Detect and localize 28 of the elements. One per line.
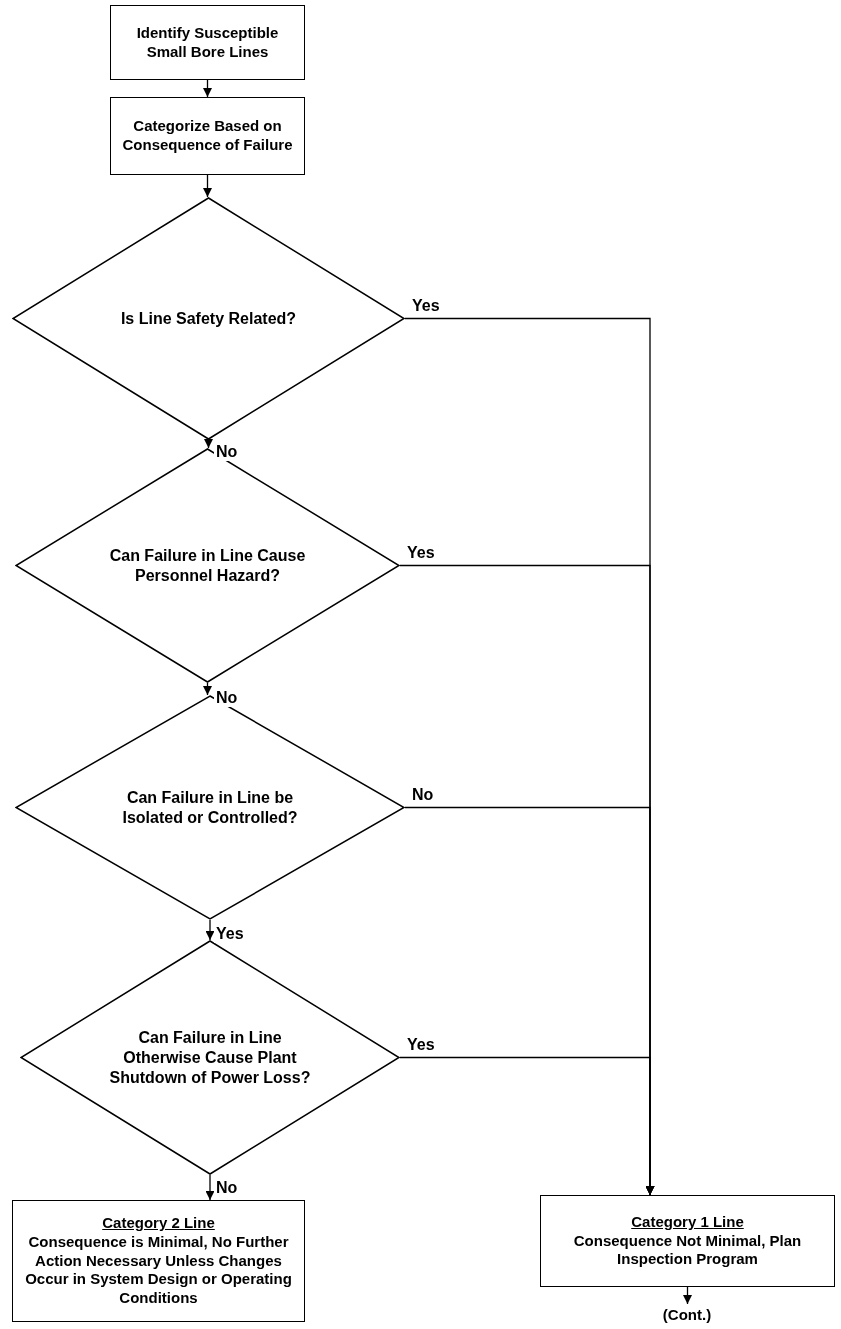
result-box <box>540 1195 835 1287</box>
box-text: Consequence is Minimal, No Further Action Necessary Unless Changes Occur in System Design or Operating Conditions <box>24 1232 293 1308</box>
process-box <box>110 5 305 80</box>
arrow <box>205 1174 215 1201</box>
edge-label: No <box>214 688 240 708</box>
result-box <box>12 1200 305 1322</box>
decision-diamond <box>12 197 405 440</box>
decision-diamond <box>20 940 400 1175</box>
arrow <box>683 1286 692 1305</box>
box-text: Consequence Not Minimal, Plan Inspection Program <box>572 1231 803 1270</box>
edge-label: No <box>214 442 240 462</box>
process-box <box>110 97 305 175</box>
arrow <box>205 919 215 941</box>
arrow <box>203 79 212 98</box>
decision-question: Is Line Safety Related? <box>119 308 298 329</box>
box-heading: Category 1 Line <box>631 1212 744 1232</box>
box-text: Identify Susceptible Small Bore Lines <box>135 23 280 62</box>
box-heading: Category 2 Line <box>102 1214 215 1233</box>
arrow <box>399 1056 655 1196</box>
arrow <box>203 174 212 198</box>
box-text: Categorize Based on Consequence of Failure <box>121 117 294 155</box>
decision-question: Can Failure in Line Otherwise Cause Plant Shutdown of Power Loss? <box>108 1027 312 1088</box>
edge-label: Yes <box>214 924 246 944</box>
arrow <box>204 439 213 449</box>
arrow <box>203 682 212 696</box>
continuation-text: (Cont.) <box>637 1304 737 1326</box>
decision-question: Can Failure in Line Cause Personnel Hazard? <box>108 545 307 586</box>
decision-question: Can Failure in Line be Isolated or Controlled? <box>121 787 299 828</box>
